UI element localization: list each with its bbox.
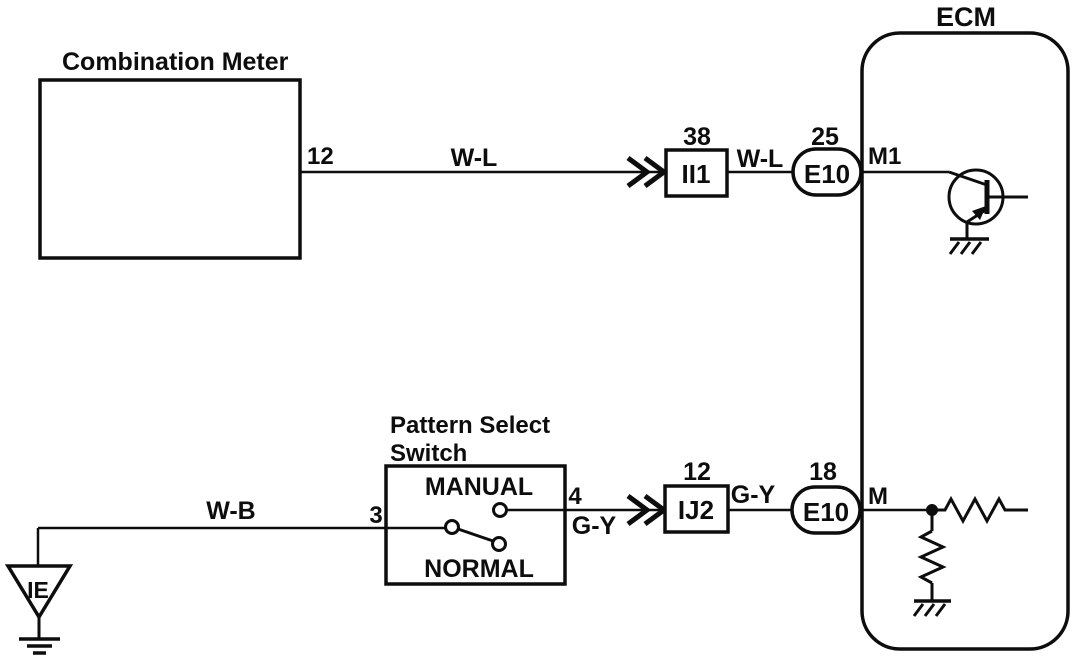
connector-oval-code: E10 [804, 159, 850, 189]
switch-common-contact [444, 519, 460, 535]
connector-oval-code: E10 [803, 497, 849, 527]
transistor-emitter-arrow [972, 206, 986, 220]
ground-slash [959, 241, 972, 255]
switch-pin-out-label: 4 [568, 483, 582, 510]
combination-meter-outline [38, 78, 302, 260]
ecm-pin-m1-label: M1 [868, 143, 901, 170]
chevron [626, 155, 652, 189]
resistor-vertical-icon [912, 514, 951, 617]
connector-pin-label: 12 [683, 458, 711, 486]
transistor-base-lead [948, 170, 988, 187]
junction-pin-label: 18 [809, 458, 837, 486]
switch-arm [457, 527, 494, 543]
switch-outline [384, 464, 567, 586]
switch-title-line2: Switch [390, 440, 467, 467]
ecm-pin-m-label: M [868, 483, 888, 510]
chevron [643, 155, 669, 189]
resistor-horizontal-zigzag [932, 495, 1028, 525]
ecm-label: ECM [936, 2, 996, 32]
ie-ground-block: IE W-B [4, 497, 386, 655]
switch-normal-contact [491, 536, 507, 552]
ground-slash [934, 603, 947, 617]
ground-slash [948, 241, 961, 255]
connector-oval [790, 485, 862, 535]
ecm-outline [860, 31, 1070, 651]
switch-title-line1: Pattern Select [390, 412, 550, 439]
wire-color-label: W-B [206, 497, 255, 525]
wire-color-label: W-L [737, 145, 784, 173]
ground-slash [970, 241, 983, 255]
switch-position-manual: MANUAL [425, 473, 533, 501]
wire-color-label: W-L [451, 144, 498, 172]
ground-slash [912, 603, 925, 617]
resistor-vertical-zigzag [917, 529, 947, 585]
top-wire-run: W-L 38 II1 W-L 25 E10 [300, 123, 863, 198]
transistor-icon [947, 168, 1028, 255]
combination-meter-label: Combination Meter [62, 48, 289, 76]
switch-position-normal: NORMAL [424, 555, 534, 583]
connector-pin-label: 38 [683, 123, 711, 151]
inline-connector-icon [626, 155, 669, 189]
junction-connector-code: II1 [682, 159, 711, 189]
resistor-horizontal-icon [932, 495, 1028, 525]
chassis-ground-icon [948, 237, 989, 255]
junction-connector-box [664, 148, 729, 198]
earth-ground-icon [19, 637, 60, 655]
ground-slash [923, 603, 936, 617]
pattern-select-switch-block: Pattern Select Switch 3 MANUAL NORMAL [369, 412, 567, 586]
junction-connector-code: IJ2 [678, 495, 714, 525]
connector-oval [791, 147, 863, 197]
ecm-block: ECM M1 M [860, 2, 1070, 651]
switch-pin-in-label: 3 [369, 502, 382, 529]
combination-meter-pin-label: 12 [307, 143, 334, 170]
chevron [626, 493, 652, 527]
ie-ground-triangle [4, 564, 74, 621]
junction-pin-label: 25 [811, 123, 839, 151]
switch-manual-contact [492, 502, 508, 518]
chassis-ground-icon [912, 599, 951, 617]
ie-ground-code: IE [27, 577, 49, 603]
wire-color-label: G-Y [572, 512, 617, 540]
bottom-wire-run: 4 G-Y 12 IJ2 G-Y 18 E10 [507, 458, 862, 540]
combination-meter-block: Combination Meter 12 [38, 48, 334, 260]
wire-color-label: G-Y [731, 481, 776, 509]
